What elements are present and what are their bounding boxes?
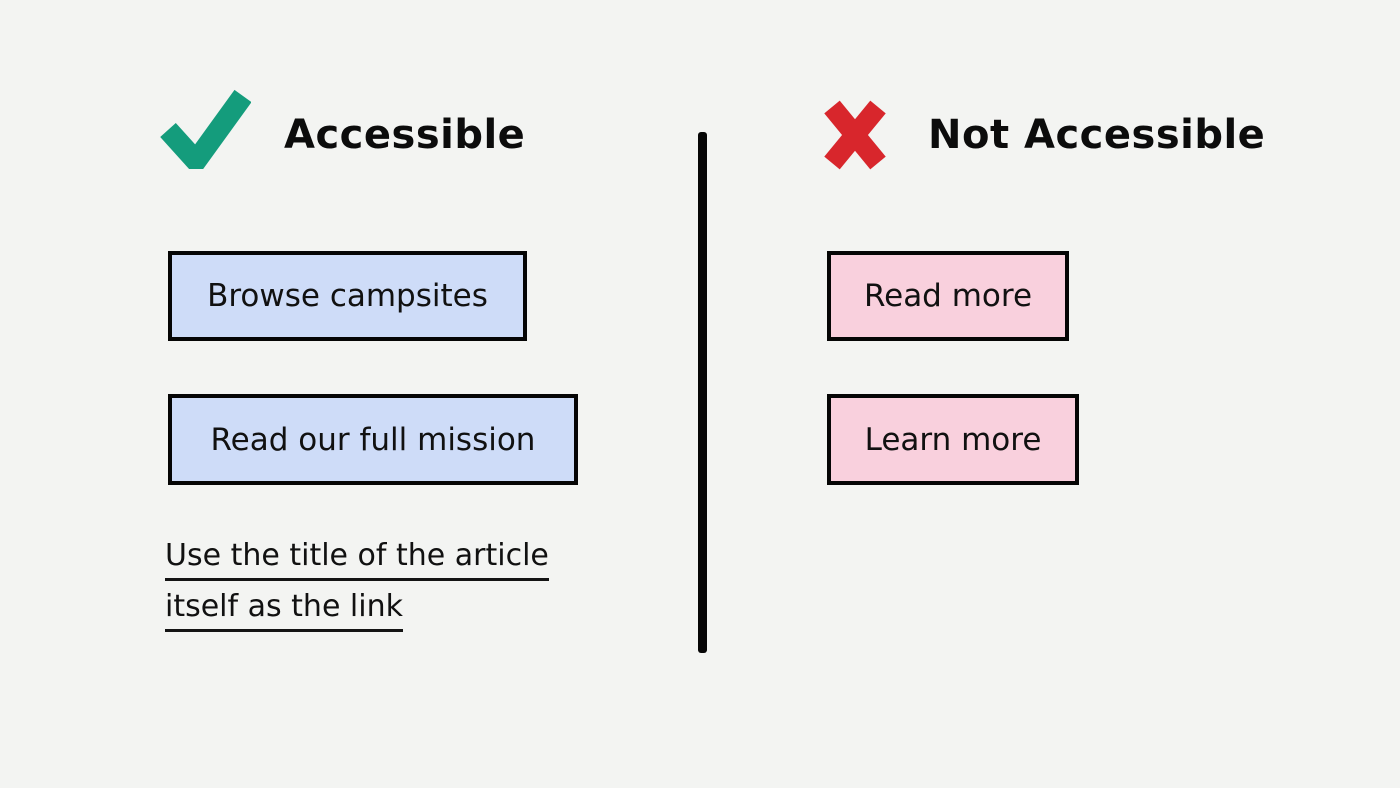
link-example-line-2[interactable]: itself as the link [165, 592, 403, 632]
accessible-heading: Accessible [284, 112, 526, 158]
article-title-link-example[interactable]: Use the title of the article itself as t… [165, 541, 549, 643]
learn-more-button[interactable]: Learn more [827, 394, 1079, 485]
link-example-line-1[interactable]: Use the title of the article [165, 541, 549, 581]
read-more-button[interactable]: Read more [827, 251, 1069, 341]
browse-campsites-button[interactable]: Browse campsites [168, 251, 527, 341]
check-icon [159, 87, 252, 178]
not-accessible-heading: Not Accessible [928, 112, 1266, 158]
read-full-mission-button[interactable]: Read our full mission [168, 394, 578, 485]
x-icon [823, 97, 887, 173]
divider-line [698, 132, 707, 653]
